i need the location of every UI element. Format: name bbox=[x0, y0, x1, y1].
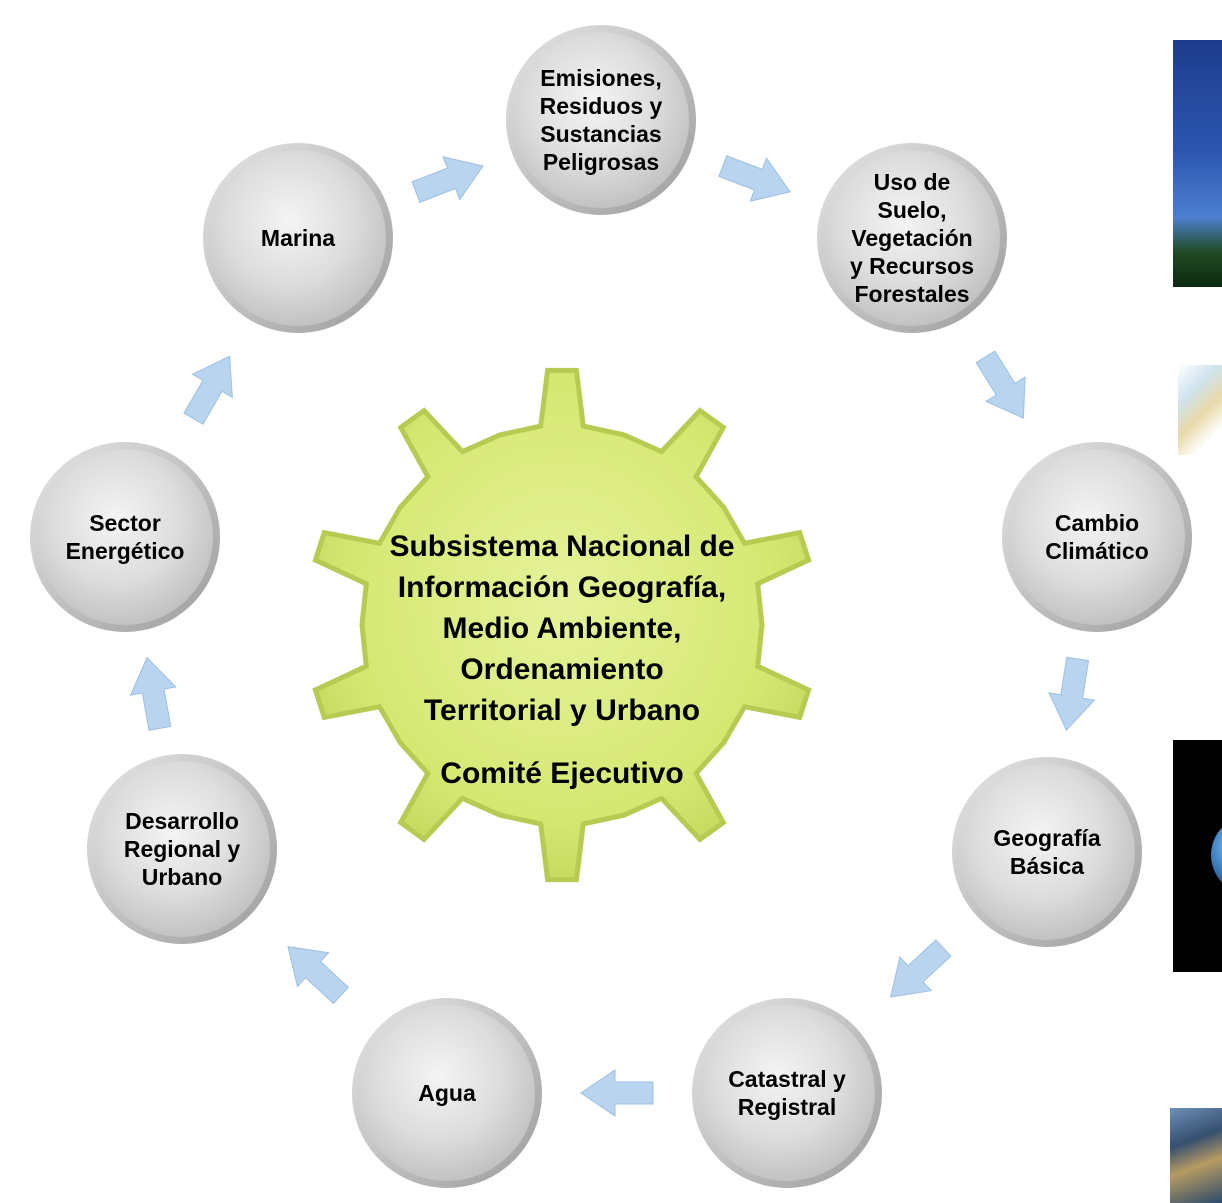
node-circle bbox=[1009, 449, 1185, 625]
node-label-line: Desarrollo bbox=[125, 808, 239, 834]
node-label-line: Marina bbox=[261, 225, 335, 251]
node-label-line: Residuos y bbox=[540, 93, 663, 119]
map-photo bbox=[1178, 365, 1222, 455]
node-label-line: Sustancias bbox=[540, 121, 661, 147]
node-label-line: Emisiones, bbox=[540, 65, 661, 91]
node-circle bbox=[513, 32, 689, 208]
sky-photo bbox=[1173, 40, 1222, 287]
node-label-line: Urbano bbox=[142, 864, 223, 890]
node-label-line: Energético bbox=[66, 538, 185, 564]
central-gear: Subsistema Nacional de Información Geogra… bbox=[312, 367, 812, 883]
node-agua: Agua bbox=[352, 998, 542, 1188]
node-label-line: Geografía bbox=[993, 825, 1101, 851]
node-circle bbox=[37, 449, 213, 625]
node-label-line: Suelo, bbox=[877, 197, 946, 223]
node-circle bbox=[959, 764, 1135, 940]
gear-shape bbox=[312, 367, 812, 883]
flow-arrow bbox=[580, 1069, 654, 1117]
node-label-line: y Recursos bbox=[850, 253, 974, 279]
gear-title-line: Ordenamiento bbox=[460, 653, 663, 686]
node-circle bbox=[210, 150, 386, 326]
flow-arrow bbox=[718, 155, 792, 202]
node-label-line: Regional y bbox=[124, 836, 241, 862]
flow-arrow bbox=[411, 156, 484, 203]
node-label-line: Peligrosas bbox=[543, 149, 659, 175]
node-label-line: Sector bbox=[89, 510, 161, 536]
node-label-line: Cambio bbox=[1055, 510, 1139, 536]
gear-title-line: Información Geografía, bbox=[398, 571, 726, 604]
flow-arrow bbox=[975, 350, 1026, 419]
node-label: Agua bbox=[418, 1080, 476, 1106]
flow-arrow bbox=[889, 939, 952, 998]
node-label-line: Forestales bbox=[854, 281, 969, 307]
node-label-line: Catastral y bbox=[728, 1066, 846, 1092]
gear-subtitle: Comité Ejecutivo bbox=[440, 757, 683, 790]
flow-arrow bbox=[287, 945, 350, 1005]
flow-arrow bbox=[1048, 656, 1096, 731]
node-circle bbox=[699, 1005, 875, 1181]
node-label-line: Uso de bbox=[874, 169, 951, 195]
node-label-line: Vegetación bbox=[851, 225, 972, 251]
node-label: Marina bbox=[261, 225, 335, 251]
earth-photo bbox=[1173, 740, 1222, 972]
gear-title: Subsistema Nacional de Información Geogra… bbox=[389, 530, 734, 727]
node-marina: Marina bbox=[203, 143, 393, 333]
node-label-line: Registral bbox=[738, 1094, 836, 1120]
node-label-line: Climático bbox=[1045, 538, 1149, 564]
node-circle bbox=[94, 761, 270, 937]
flow-arrow bbox=[183, 355, 233, 425]
satellite-photo bbox=[1170, 1108, 1222, 1203]
gear-title-line: Medio Ambiente, bbox=[443, 612, 682, 645]
gear-title-line: Territorial y Urbano bbox=[424, 694, 700, 727]
globe-image bbox=[1211, 815, 1222, 895]
node-label-line: Agua bbox=[418, 1080, 476, 1106]
connector-arrows bbox=[129, 155, 1096, 1117]
node-circle bbox=[359, 1005, 535, 1181]
node-label-line: Básica bbox=[1010, 853, 1084, 879]
node-circle bbox=[824, 150, 1000, 326]
flow-arrow bbox=[129, 656, 177, 731]
gear-title-line: Subsistema Nacional de bbox=[389, 530, 734, 563]
